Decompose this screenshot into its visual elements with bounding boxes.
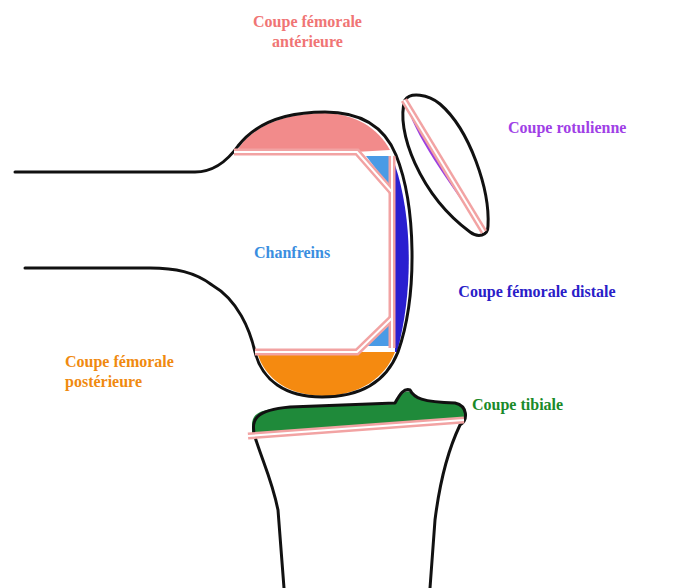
- posterior-cut-region: [257, 352, 395, 396]
- cut-label: Coupe rotulienne: [508, 118, 626, 138]
- cut-label: Coupe fémorale distale: [457, 282, 617, 302]
- cut-label: Coupe fémorale antérieure: [240, 12, 375, 52]
- anterior-cut-region: [236, 113, 390, 152]
- patella-outline: [403, 95, 488, 235]
- cut-lines: [234, 100, 484, 436]
- cut-label: Chanfreins: [254, 243, 330, 263]
- femur-outline: [15, 112, 412, 397]
- cut-label: Coupe fémorale postérieure: [65, 352, 215, 392]
- tibia-outline: [255, 437, 284, 588]
- cut-label: Coupe tibiale: [472, 395, 563, 415]
